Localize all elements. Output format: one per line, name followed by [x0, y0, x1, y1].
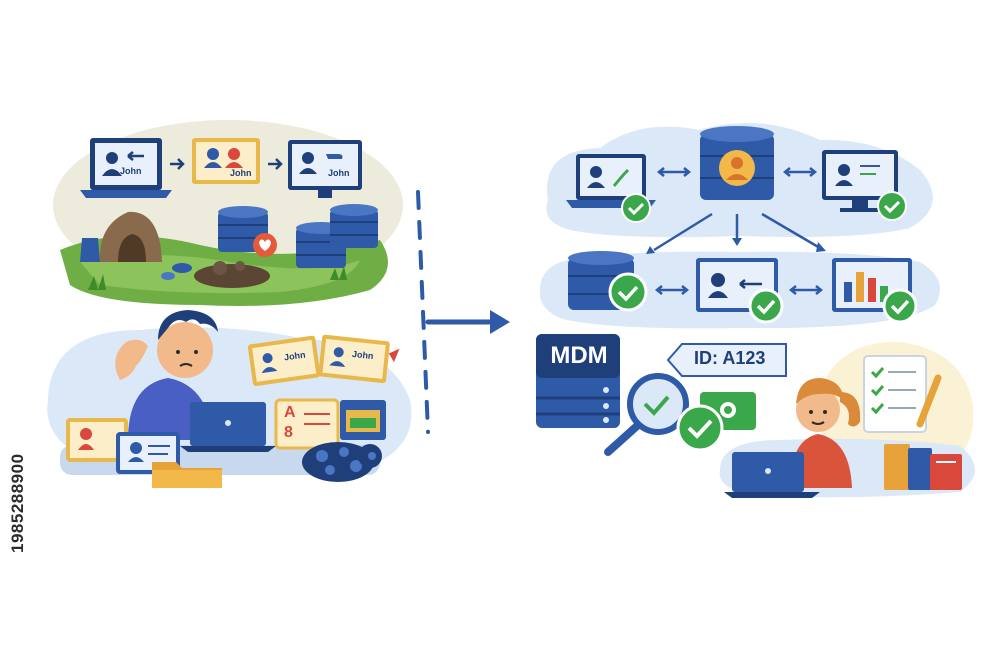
double-arrow-icon [788, 285, 824, 295]
double-arrow-icon [656, 167, 692, 177]
contact-card [247, 335, 321, 386]
checkmark-icon [676, 404, 724, 452]
laptop-card-2 [192, 138, 260, 184]
tangled-data-icon [302, 442, 382, 482]
magnifier-icon [604, 373, 689, 456]
double-arrow-icon [654, 285, 690, 295]
letter-8: 8 [284, 424, 293, 441]
monitor-user-icon [822, 150, 898, 212]
checkmark-icon [621, 193, 651, 223]
distribution-arrows [646, 212, 826, 254]
laptop-icon [724, 452, 820, 498]
letter-card [274, 398, 340, 450]
monitor-card-3 [288, 140, 362, 198]
books-icon [884, 444, 962, 490]
laptop-card-1 [80, 138, 172, 198]
card-name-label: John [120, 166, 142, 176]
contact-card [318, 334, 400, 384]
double-arrow-icon [782, 167, 818, 177]
id-label: ID: A123 [694, 348, 766, 368]
stock-id-text: 1985288900 [8, 453, 27, 553]
card-name-label: John [230, 168, 252, 178]
database-stack-icon [330, 204, 378, 248]
checkmark-icon [882, 288, 918, 324]
laptop-icon [180, 402, 276, 452]
dashed-divider [416, 190, 430, 434]
contact-card-name: John [351, 348, 374, 362]
mdm-server-icon [536, 334, 620, 428]
file-cards-icon [340, 400, 386, 440]
happy-person [790, 378, 861, 488]
checkmark-icon [877, 191, 907, 221]
id-card-red [66, 418, 128, 462]
checkmark-icon [608, 272, 648, 312]
letter-a: A [284, 404, 296, 421]
folder-icon [152, 462, 222, 488]
arrow-right-icon [268, 158, 283, 170]
arrow-right-icon [170, 158, 185, 170]
checklist-icon [863, 355, 942, 433]
broken-heart-icon [253, 233, 277, 257]
card-name-label: John [328, 168, 350, 178]
mdm-label: MDM [550, 342, 608, 369]
master-database-icon [700, 126, 774, 200]
stock-id-watermark: 1985288900 [2, 395, 32, 555]
transition-arrow-icon [425, 310, 510, 334]
checkmark-icon [748, 288, 784, 324]
id-tag [666, 343, 787, 377]
